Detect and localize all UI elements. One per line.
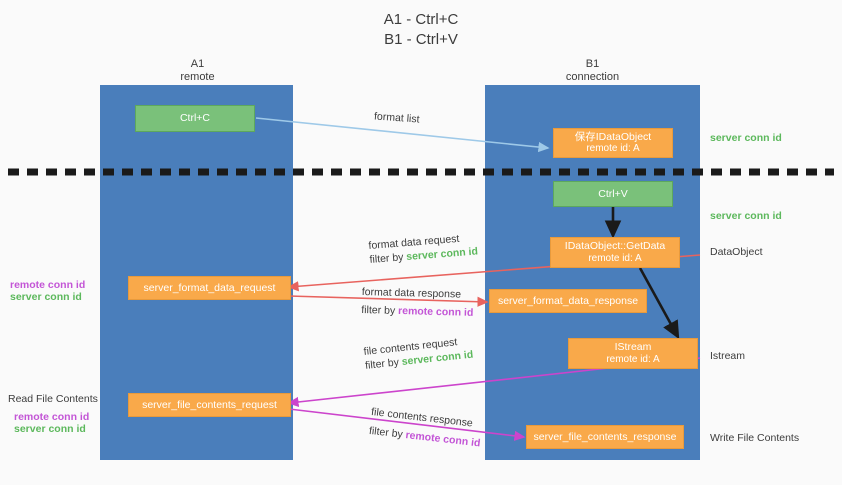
edge-label-format-data-response: format data response filter by remote co… xyxy=(361,285,474,320)
lane-header-a1: A1 remote xyxy=(120,58,275,84)
box-ctrl-v[interactable]: Ctrl+V xyxy=(553,181,673,207)
edge-label-format-data-request: format data request filter by server con… xyxy=(368,230,478,266)
box-ctrl-c-label: Ctrl+C xyxy=(179,112,211,125)
box-istream-line2: remote id: A xyxy=(606,353,660,365)
fcresp-filter-prefix: filter by xyxy=(368,424,407,441)
box-istream-line1: IStream xyxy=(614,341,652,353)
box-server-format-data-response-label: server_format_data_response xyxy=(497,294,639,307)
edge-label-format-list: format list xyxy=(373,110,420,126)
right-note-server-conn-id-1: server conn id xyxy=(710,132,782,144)
box-ctrl-c[interactable]: Ctrl+C xyxy=(135,105,255,132)
title-line-2: B1 - Ctrl+V xyxy=(384,31,458,48)
box-getdata-line1: IDataObject::GetData xyxy=(564,240,666,252)
box-ctrl-v-label: Ctrl+V xyxy=(598,187,628,200)
box-getdata-line2: remote id: A xyxy=(588,252,642,264)
right-note-write-file-contents: Write File Contents xyxy=(710,432,800,444)
fdreq-filter-prefix: filter by xyxy=(369,251,407,266)
right-note-dataobject: DataObject xyxy=(710,246,763,258)
box-server-file-contents-response-label: server_file_contents_response xyxy=(533,430,677,443)
box-idataobject[interactable]: 保存IDataObject remote id: A xyxy=(553,128,673,158)
box-server-file-contents-request-label: server_file_contents_request xyxy=(142,398,277,411)
lane-b1-sub: connection xyxy=(565,71,620,83)
fdresp-filter-prefix: filter by xyxy=(361,303,399,317)
edge-label-file-contents-response: file contents response filter by remote … xyxy=(368,405,483,450)
format-data-response-title: format data response xyxy=(361,285,462,301)
format-data-response-filter: filter by remote conn id xyxy=(361,303,473,320)
edge-label-file-contents-request: file contents request filter by server c… xyxy=(363,334,474,373)
left-note-server-conn-id-1: server conn id xyxy=(10,291,82,303)
lane-a1-name: A1 xyxy=(190,58,205,70)
fcreq-filter-prefix: filter by xyxy=(364,356,403,372)
box-getdata[interactable]: IDataObject::GetData remote id: A xyxy=(550,237,680,268)
fdresp-filter-value: remote conn id xyxy=(397,304,474,319)
left-note-server-conn-id-2: server conn id xyxy=(14,423,86,435)
left-note-remote-conn-id-2: remote conn id xyxy=(14,411,90,423)
box-istream[interactable]: IStream remote id: A xyxy=(568,338,698,369)
box-server-format-data-request-label: server_format_data_request xyxy=(143,281,276,294)
lane-a1-sub: remote xyxy=(180,71,215,83)
box-server-format-data-request[interactable]: server_format_data_request xyxy=(128,276,291,300)
box-idataobject-line2: remote id: A xyxy=(586,143,640,154)
box-server-file-contents-request[interactable]: server_file_contents_request xyxy=(128,393,291,417)
box-idataobject-line1: 保存IDataObject xyxy=(574,130,652,143)
box-server-file-contents-response[interactable]: server_file_contents_response xyxy=(526,425,684,449)
lane-header-b1: B1 connection xyxy=(515,58,670,84)
left-note-remote-conn-id-1: remote conn id xyxy=(10,279,86,291)
fcresp-filter-value: remote conn id xyxy=(404,429,482,450)
box-server-format-data-response[interactable]: server_format_data_response xyxy=(489,289,647,313)
right-note-istream: Istream xyxy=(710,350,746,362)
lane-b1-name: B1 xyxy=(585,58,600,70)
left-note-read-file-contents: Read File Contents xyxy=(8,393,98,405)
right-note-server-conn-id-2: server conn id xyxy=(710,210,782,222)
page-title: A1 - Ctrl+C B1 - Ctrl+V xyxy=(0,10,842,50)
title-line-1: A1 - Ctrl+C xyxy=(383,11,459,28)
